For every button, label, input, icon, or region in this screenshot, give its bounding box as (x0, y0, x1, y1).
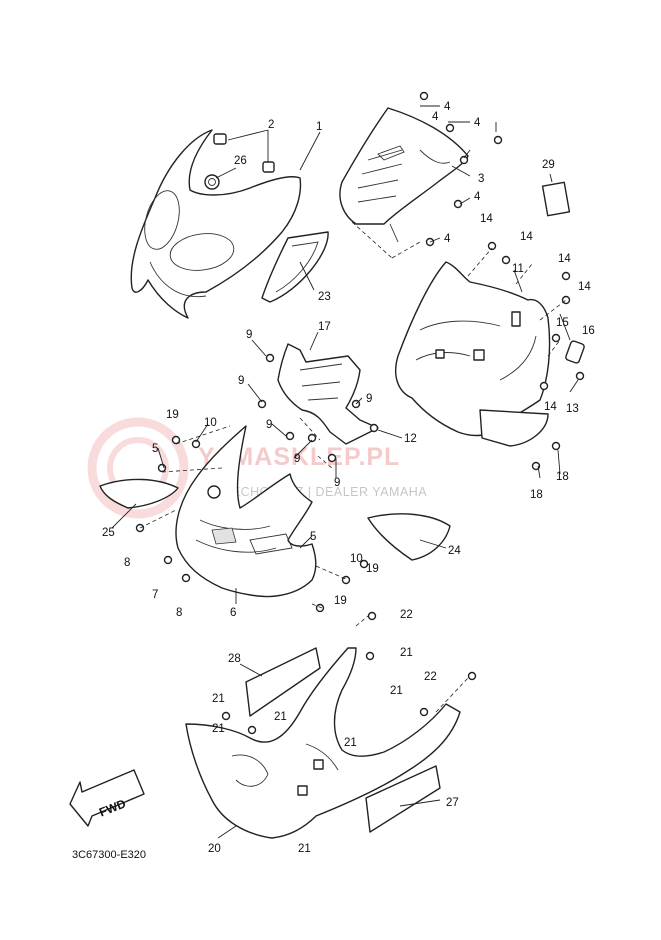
part-sticker-24 (367, 513, 451, 561)
watermark-logo-icon (87, 417, 189, 519)
callout-9: 9 (294, 453, 300, 465)
callout-27: 27 (446, 797, 459, 809)
fwd-arrow-icon (69, 769, 145, 827)
callout-14: 14 (480, 213, 493, 225)
callout-11: 11 (512, 263, 524, 275)
part-lower-right-18 (479, 409, 549, 447)
callout-24: 24 (448, 545, 461, 557)
callout-7: 7 (152, 589, 158, 601)
callout-15: 15 (556, 317, 569, 329)
part-under-cover-20 (185, 647, 461, 839)
part-sticker-29 (541, 181, 571, 217)
callout-1: 1 (316, 121, 322, 133)
callout-22: 22 (424, 671, 437, 683)
callout-9: 9 (366, 393, 372, 405)
part-sticker-27 (365, 765, 441, 833)
callout-21: 21 (390, 685, 403, 697)
callout-5: 5 (310, 531, 316, 543)
callout-9: 9 (334, 477, 340, 489)
part-clip-16 (565, 340, 585, 364)
part-bracket-17 (277, 343, 379, 445)
callout-5: 5 (152, 443, 158, 455)
callout-3: 3 (478, 173, 484, 185)
callout-21: 21 (212, 693, 225, 705)
callout-19: 19 (366, 563, 379, 575)
callout-22: 22 (400, 609, 413, 621)
part-sticker-28 (245, 647, 321, 717)
callout-21: 21 (274, 711, 287, 723)
callout-13: 13 (566, 403, 579, 415)
callout-14: 14 (544, 401, 557, 413)
callout-18: 18 (530, 489, 543, 501)
callout-17: 17 (318, 321, 331, 333)
callout-14: 14 (520, 231, 533, 243)
callout-19: 19 (334, 595, 347, 607)
callout-29: 29 (542, 159, 555, 171)
callout-16: 16 (582, 325, 595, 337)
callout-9: 9 (246, 329, 252, 341)
hardware-markers (135, 91, 585, 735)
callout-14: 14 (578, 281, 591, 293)
part-side-panel-23 (261, 231, 329, 303)
callout-21: 21 (400, 647, 413, 659)
callout-18: 18 (556, 471, 569, 483)
fwd-arrow: FWD (69, 769, 145, 827)
callout-25: 25 (102, 527, 115, 539)
callout-21: 21 (212, 723, 225, 735)
callout-23: 23 (318, 291, 331, 303)
assembly-lines (139, 221, 567, 713)
callout-4: 4 (444, 101, 451, 113)
diagram-code: 3C67300-E320 (72, 849, 146, 861)
callout-21: 21 (298, 843, 311, 855)
callout-4: 4 (474, 191, 481, 203)
callout-19: 19 (166, 409, 179, 421)
callout-8: 8 (124, 557, 130, 569)
callout-4: 4 (432, 111, 439, 123)
callout-4: 4 (474, 117, 481, 129)
part-inner-cover-3 (339, 107, 469, 243)
callout-28: 28 (228, 653, 241, 665)
callouts: 1 2 3 4 4 4 4 4 5 5 6 7 8 8 9 9 9 9 9 9 … (102, 101, 595, 855)
callout-10: 10 (350, 553, 363, 565)
part-leg-shield-11 (394, 261, 551, 437)
part-front-cover (130, 129, 302, 319)
callout-26: 26 (234, 155, 247, 167)
callout-4: 4 (444, 233, 451, 245)
callout-14: 14 (558, 253, 571, 265)
callout-12: 12 (404, 433, 417, 445)
callout-10: 10 (204, 417, 217, 429)
part-sticker-25 (99, 478, 179, 509)
callout-9: 9 (238, 375, 244, 387)
leader-lines (111, 105, 579, 839)
callout-20: 20 (208, 843, 221, 855)
callout-21: 21 (344, 737, 357, 749)
callout-2: 2 (268, 119, 274, 131)
callout-9: 9 (266, 419, 272, 431)
callout-6: 6 (230, 607, 236, 619)
callout-8: 8 (176, 607, 182, 619)
